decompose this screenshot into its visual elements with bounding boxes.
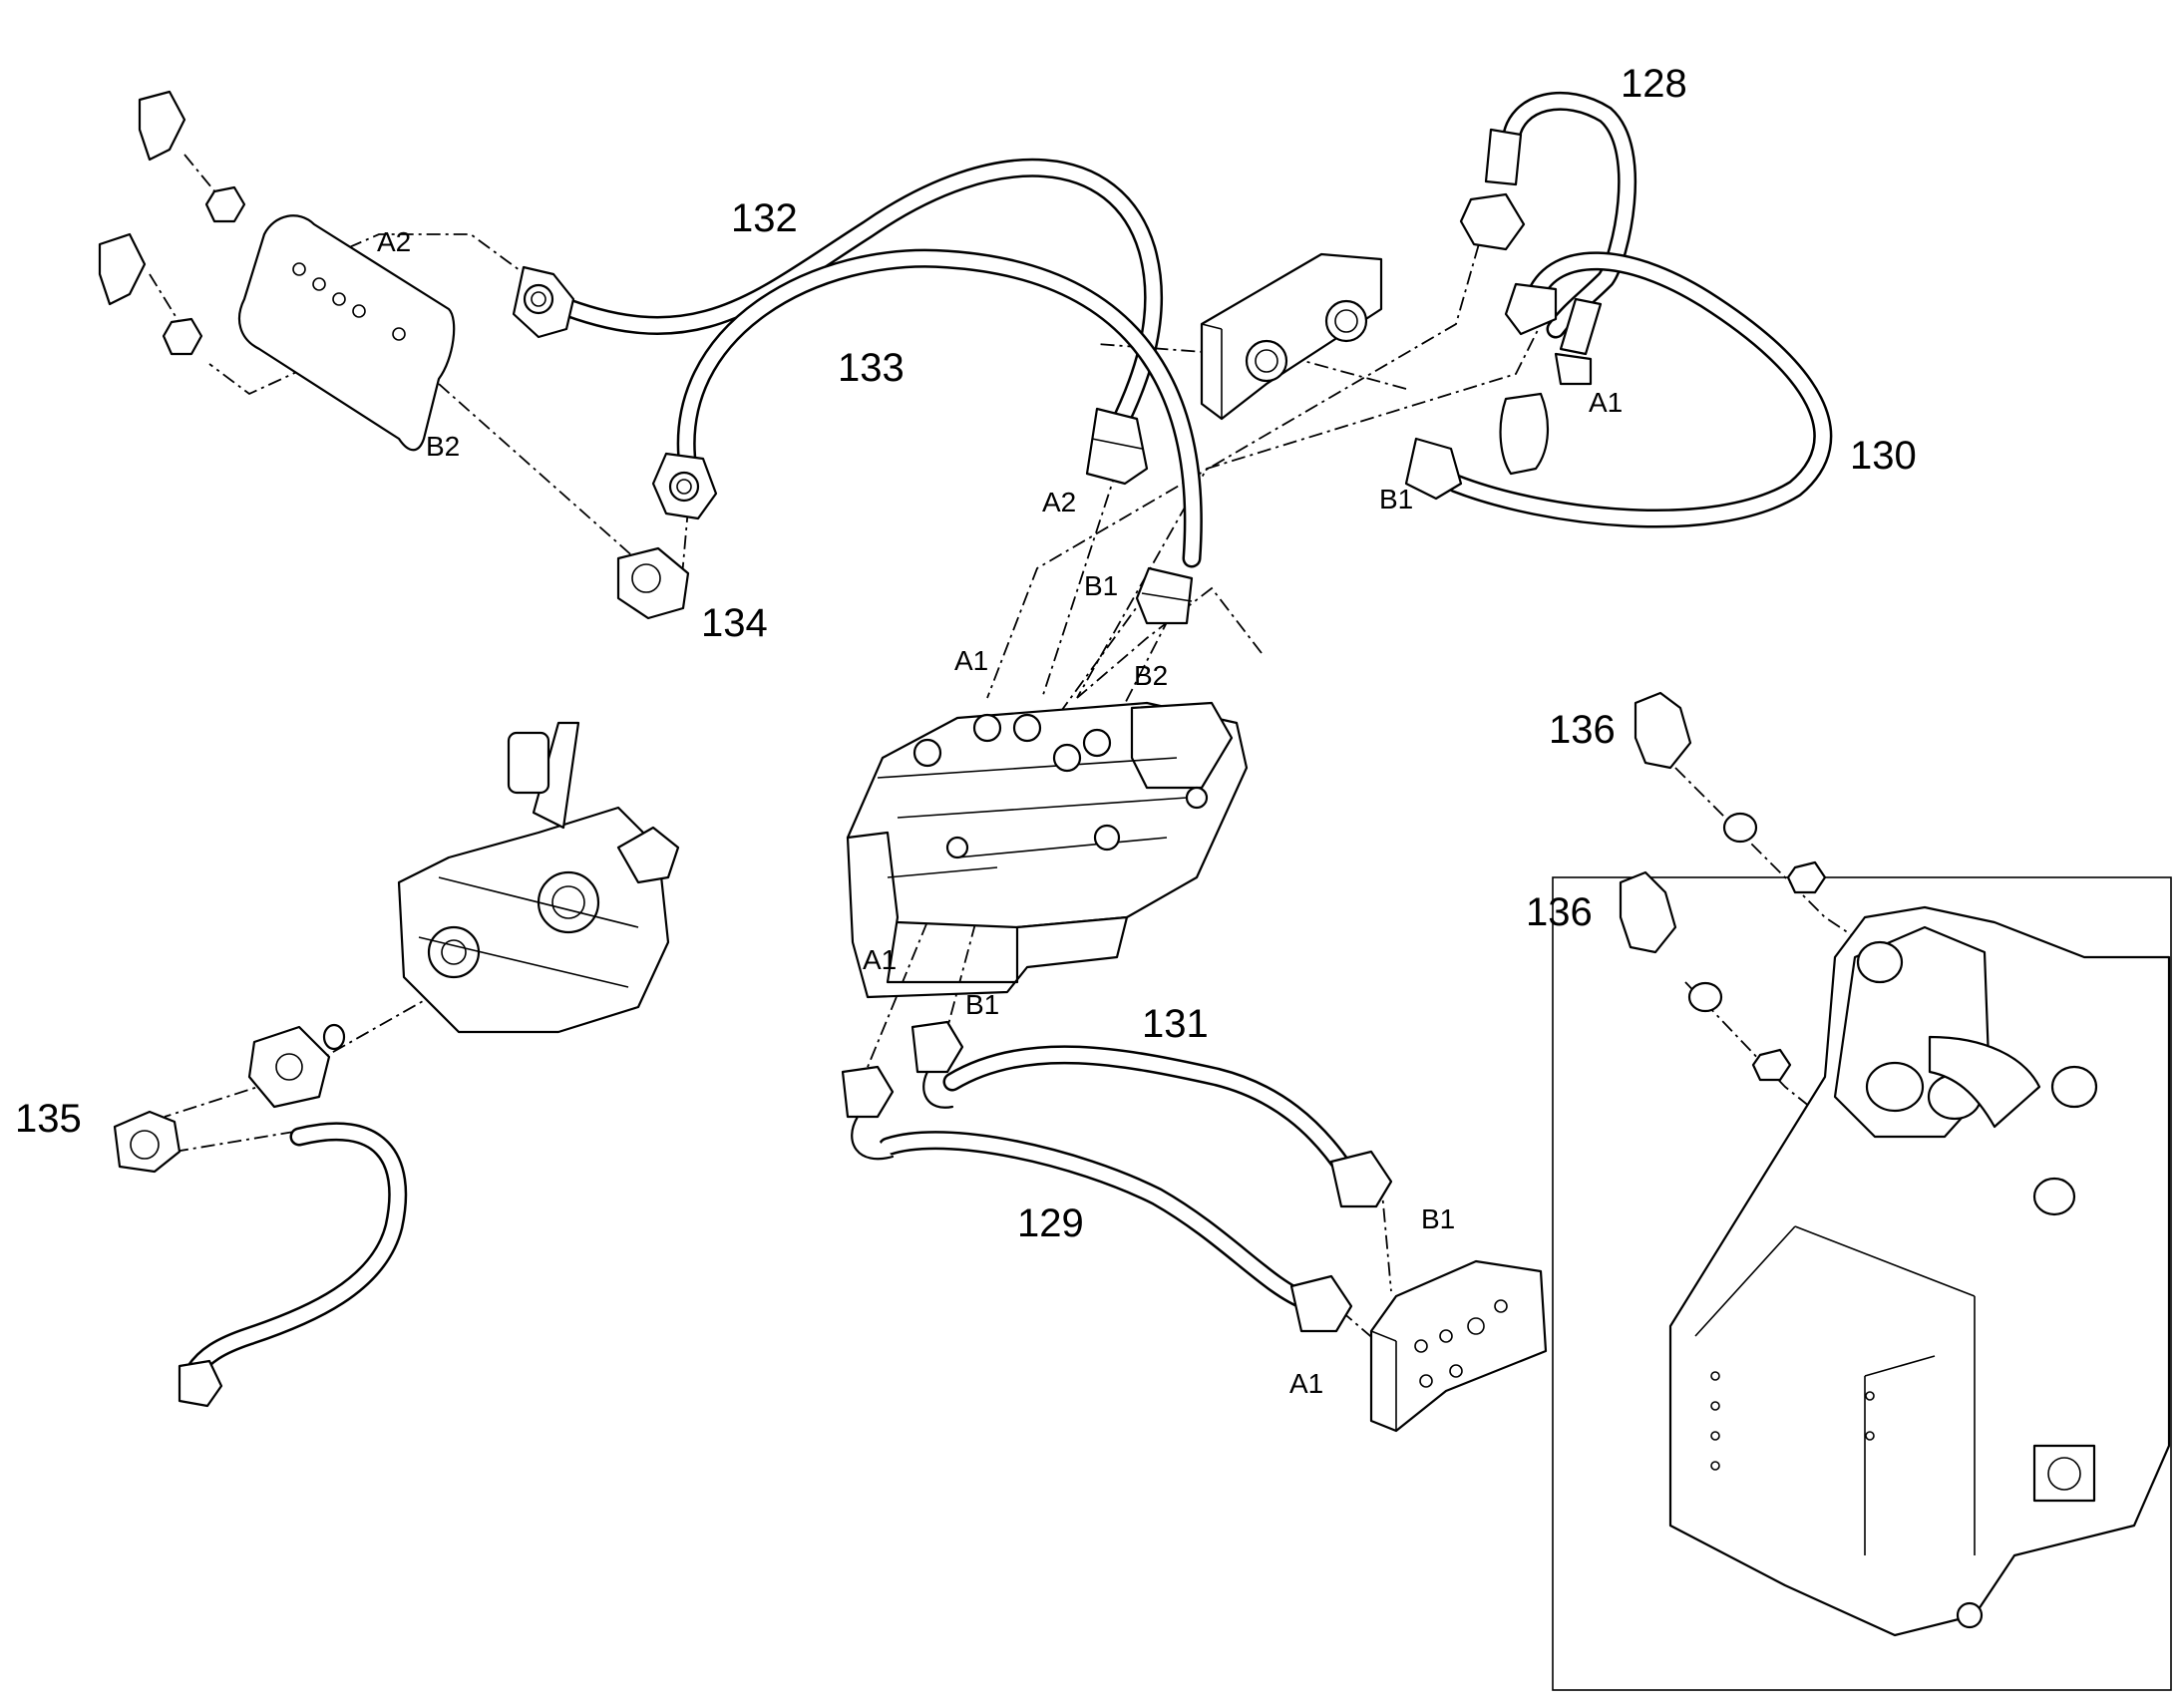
port-label-a1-lower: A1	[863, 944, 897, 975]
port-label-b2-valve: B2	[1134, 660, 1168, 691]
port-labels: A2 B2 A2 B1 A1 B2 A1 B1 A1 B1 B1 A1	[377, 226, 1623, 1399]
hose-130	[1446, 251, 1833, 528]
port-label-b1-valve: B1	[1084, 570, 1118, 601]
callout-131: 131	[1142, 1002, 1209, 1046]
callout-128: 128	[1621, 62, 1687, 106]
hose-129	[878, 1131, 1316, 1311]
hydraulic-pump	[113, 721, 680, 1174]
hose-fittings	[178, 128, 1603, 1408]
hose-133	[676, 248, 1203, 568]
port-label-a1-block: A1	[1289, 1368, 1323, 1399]
callout-129: 129	[1017, 1201, 1084, 1245]
hose-131	[942, 1045, 1356, 1182]
nut-134	[616, 546, 690, 620]
manifold-block-top	[1200, 252, 1549, 476]
port-label-a2-valve: A2	[1042, 487, 1076, 517]
port-label-b1-right: B1	[1379, 484, 1413, 514]
port-label-a1-valve: A1	[954, 645, 988, 676]
port-label-a2-top-left: A2	[377, 226, 411, 257]
callout-136b: 136	[1526, 890, 1593, 934]
port-label-b1-block: B1	[1421, 1203, 1455, 1234]
callout-labels: 128 132 133 130 134 136 136 131 135 129	[15, 62, 1917, 1245]
inset-chassis-detail	[1552, 691, 2172, 1691]
port-label-b1-lower: B1	[965, 989, 999, 1020]
control-valve	[846, 701, 1249, 999]
top-left-bracket	[98, 90, 456, 452]
port-label-b2-top-left: B2	[426, 431, 460, 462]
callout-136a: 136	[1549, 708, 1616, 752]
port-label-a1-right: A1	[1589, 387, 1623, 418]
hose-128	[1501, 91, 1637, 339]
callout-135: 135	[15, 1097, 82, 1141]
hose-132	[548, 158, 1164, 439]
hose-135	[184, 1122, 408, 1381]
callout-133: 133	[838, 346, 905, 390]
callout-134: 134	[701, 601, 768, 645]
manifold-block-lower	[1369, 1259, 1548, 1433]
callout-130: 130	[1850, 434, 1917, 478]
callout-132: 132	[731, 196, 798, 240]
